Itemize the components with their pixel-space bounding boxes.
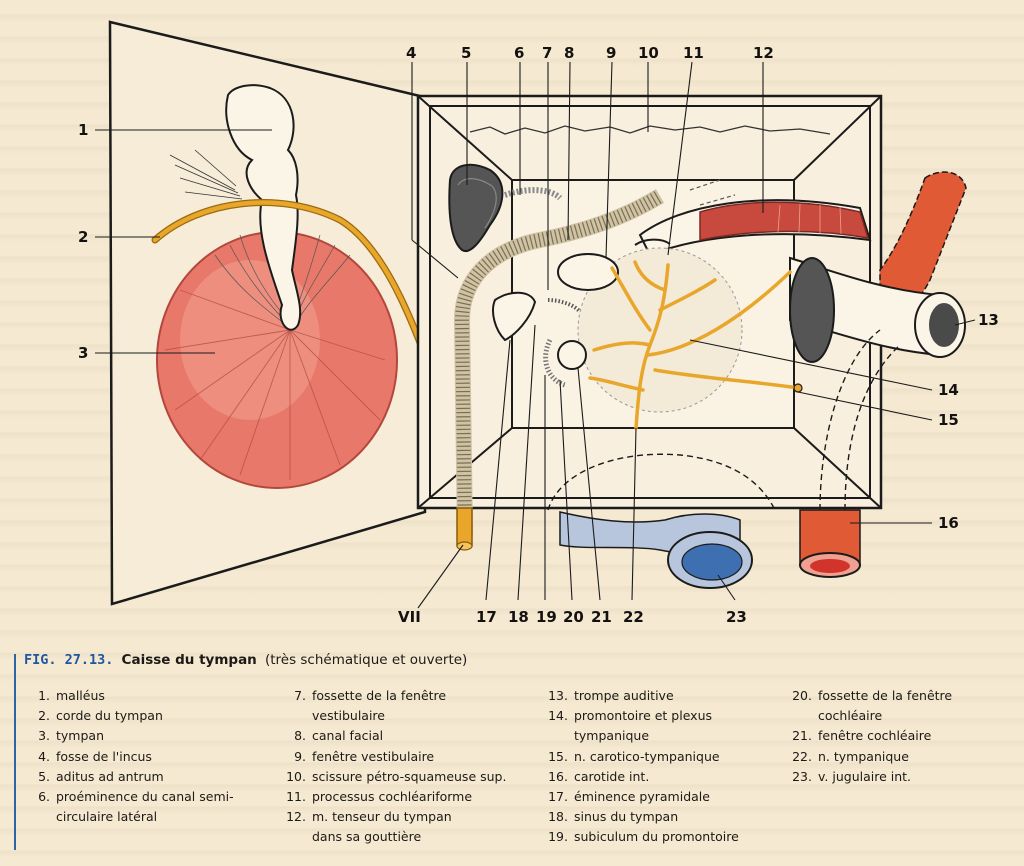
legend-item: 11.processus cochléariforme	[286, 789, 473, 805]
label-11: 11	[683, 44, 704, 62]
label-6: 6	[514, 44, 524, 62]
legend-item: 1.malléus	[38, 688, 105, 703]
legend-item: 15.n. carotico-tympanique	[548, 748, 720, 764]
label-VII: VII	[398, 608, 421, 626]
caption-rule	[14, 654, 16, 850]
tensor-tendon-dashed	[689, 179, 736, 206]
legend-item: 4.fosse de l'incus	[38, 748, 152, 764]
legend-item: 17.éminence pyramidale	[548, 789, 710, 805]
legend-column-1: 1.malléus 2.corde du tympan 3.tympan 4.f…	[28, 686, 234, 827]
label-17: 17	[476, 608, 497, 626]
label-20: 20	[563, 608, 584, 626]
figure-number: FIG. 27.13.	[24, 652, 114, 668]
figure-caption: FIG. 27.13. Caisse du tympan (très schém…	[14, 652, 1014, 857]
label-8: 8	[564, 44, 574, 62]
label-23: 23	[726, 608, 747, 626]
legend-item: 16.carotide int.	[548, 768, 650, 784]
facial-nerve-stump	[456, 507, 473, 547]
carotid-course-dashed	[819, 329, 901, 511]
tube-medial-opening	[789, 257, 835, 363]
legend-item: 18.sinus du tympan	[548, 809, 679, 825]
legend-item-continuation: circulaire latéral	[56, 809, 158, 825]
label-5: 5	[461, 44, 471, 62]
legend-item: 6.proéminence du canal semi-	[38, 789, 234, 805]
label-2: 2	[78, 228, 88, 246]
tensor-tympani-muscle	[699, 201, 870, 241]
sinus-tympani	[547, 298, 582, 314]
label-14: 14	[938, 381, 959, 399]
legend-column-4: 20.fossette de la fenêtre cochléaire 21.…	[790, 686, 952, 787]
legend-column-3: 13.trompe auditive 14.promontoire et ple…	[546, 686, 739, 848]
membrane-radial-lines	[164, 289, 386, 480]
cochlear-window	[557, 340, 587, 370]
tensor-muscle-striations	[777, 203, 842, 235]
jugular-bulb-outline	[547, 453, 776, 511]
label-1: 1	[78, 121, 88, 139]
facial-nerve-end	[456, 541, 473, 551]
legend-item: 5.aditus ad antrum	[38, 768, 164, 784]
figure-labels: 1 2 3 4 5 6 7 8 9 10 11 12 13 14 15 16 V…	[78, 44, 999, 626]
legend-item-continuation: cochléaire	[818, 708, 883, 724]
aditus-shadow	[457, 178, 497, 229]
legend-item: 10.scissure pétro-squameuse sup.	[286, 768, 507, 784]
legend-item: 9.fenêtre vestibulaire	[294, 748, 435, 764]
legend-item: 21.fenêtre cochléaire	[792, 728, 932, 744]
legend-item: 3.tympan	[38, 728, 104, 744]
label-15: 15	[938, 411, 959, 429]
facial-canal-hatch	[454, 189, 664, 536]
label-22: 22	[623, 608, 644, 626]
legend-item: 14.promontoire et plexus	[548, 708, 713, 724]
label-13: 13	[978, 311, 999, 329]
vestibular-window	[557, 253, 619, 291]
figure-subtitle: (très schématique et ouverte)	[264, 652, 468, 668]
cochleariform-process	[634, 238, 671, 246]
legend-item: 2.corde du tympan	[38, 708, 163, 724]
leader-lines	[95, 61, 976, 609]
pyramidal-eminence	[492, 291, 537, 342]
carotid-lumen	[810, 559, 850, 573]
legend-item: 22.n. tympanique	[792, 748, 909, 764]
tympanic-cavity-illustration: 1 2 3 4 5 6 7 8 9 10 11 12 13 14 15 16 V…	[78, 20, 999, 626]
aditus-ad-antrum	[448, 163, 504, 253]
legend-item-continuation: tympanique	[574, 728, 650, 744]
label-10: 10	[638, 44, 659, 62]
legend-item: 12.m. tenseur du tympan	[286, 809, 452, 825]
legend-item-continuation: vestibulaire	[312, 708, 385, 724]
label-9: 9	[606, 44, 616, 62]
jugular-vein-lumen	[681, 543, 743, 581]
malleus-ligaments	[169, 149, 243, 200]
legend-item: 23.v. jugulaire int.	[792, 768, 912, 784]
petrosquamous-fissure	[469, 125, 831, 135]
tympanic-membrane-highlight	[180, 260, 320, 420]
lateral-canal-prominence	[504, 187, 563, 201]
legend-item: 8.canal facial	[294, 728, 384, 744]
label-3: 3	[78, 344, 88, 362]
label-7: 7	[542, 44, 552, 62]
figure-title: FIG. 27.13. Caisse du tympan (très schém…	[24, 652, 467, 668]
legend-item: 19.subiculum du promontoire	[548, 829, 739, 845]
carotico-tympanic-nerve	[793, 383, 803, 393]
tympanic-plexus	[588, 260, 800, 430]
label-21: 21	[591, 608, 612, 626]
cochlear-window-fossula	[543, 338, 566, 388]
label-12: 12	[753, 44, 774, 62]
legend-item: 7.fossette de la fenêtre	[294, 688, 447, 703]
legend-item-continuation: dans sa gouttière	[312, 829, 422, 845]
label-19: 19	[536, 608, 557, 626]
legend-column-2: 7.fossette de la fenêtre vestibulaire 8.…	[284, 686, 506, 848]
label-18: 18	[508, 608, 529, 626]
auditory-tube-lumen	[929, 303, 959, 347]
legend-item: 20.fossette de la fenêtre	[792, 688, 953, 703]
label-16: 16	[938, 514, 959, 532]
legend-item: 13.trompe auditive	[548, 688, 674, 703]
malleus	[225, 84, 302, 331]
label-4: 4	[406, 44, 416, 62]
figure-title-text: Caisse du tympan	[121, 652, 257, 668]
